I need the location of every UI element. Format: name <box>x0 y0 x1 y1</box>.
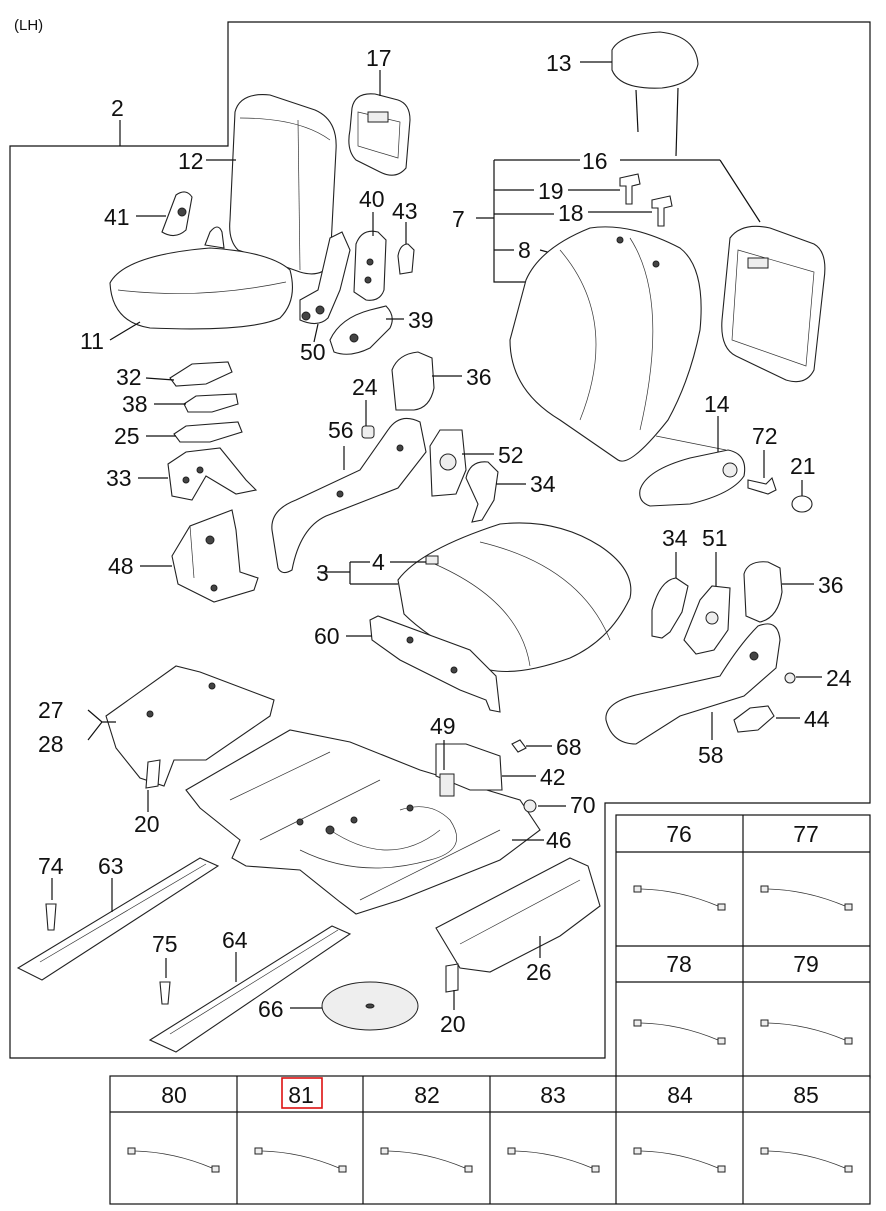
track-mechanism-left <box>167 361 258 501</box>
callout-21: 21 <box>790 453 816 479</box>
callout-36-right: 36 <box>818 572 844 598</box>
recliner-cover-group <box>271 351 499 574</box>
callout-64: 64 <box>222 927 248 953</box>
harness-label-82: 82 <box>414 1082 440 1108</box>
harness-icon-84 <box>633 1147 726 1173</box>
cover-26 <box>435 857 601 993</box>
callout-44: 44 <box>804 706 830 732</box>
callout-20-left: 20 <box>134 811 160 837</box>
callout-74: 74 <box>38 853 64 879</box>
callout-3-bracket <box>318 561 398 585</box>
callout-2: 2 <box>111 95 124 121</box>
callout-25: 25 <box>114 423 140 449</box>
callout-60: 60 <box>314 623 340 649</box>
callout-3: 3 <box>316 560 329 586</box>
callout-12: 12 <box>178 148 204 174</box>
callout-7-bracket <box>493 160 534 283</box>
callout-26: 26 <box>526 959 552 985</box>
harness-icon-82 <box>380 1147 473 1173</box>
seat-cushion-3 <box>369 522 632 713</box>
back-panel-17 <box>348 93 411 176</box>
callout-42: 42 <box>540 764 566 790</box>
harness-icon-76 <box>633 885 726 911</box>
callout-56: 56 <box>328 417 354 443</box>
callout-7: 7 <box>452 206 465 232</box>
recliner-parts-upper <box>299 230 415 355</box>
callout-50: 50 <box>300 339 326 365</box>
harness-label-83: 83 <box>540 1082 566 1108</box>
recliner-parts-right <box>605 561 796 745</box>
callout-39: 39 <box>408 307 434 333</box>
main-frame <box>9 21 871 1059</box>
callout-34-left: 34 <box>530 471 556 497</box>
harness-label-81[interactable]: 81 <box>288 1082 314 1108</box>
callout-16: 16 <box>582 148 608 174</box>
harness-label-80: 80 <box>161 1082 187 1108</box>
callout-17: 17 <box>366 45 392 71</box>
callout-51: 51 <box>702 525 728 551</box>
callout-4: 4 <box>372 549 385 575</box>
callout-48: 48 <box>108 553 134 579</box>
callout-46: 46 <box>546 827 572 853</box>
callout-24-upper: 24 <box>352 374 378 400</box>
callout-20-right: 20 <box>440 1011 466 1037</box>
armrest-14 <box>639 435 813 513</box>
callout-41: 41 <box>104 204 130 230</box>
harness-icon-85 <box>760 1147 853 1173</box>
callout-24-right: 24 <box>826 665 852 691</box>
harness-label-77: 77 <box>793 821 819 847</box>
callout-36-upper: 36 <box>466 364 492 390</box>
harness-grid-bottom <box>109 1075 871 1205</box>
callout-40: 40 <box>359 186 385 212</box>
harness-icon-83 <box>507 1147 600 1173</box>
harness-label-84: 84 <box>667 1082 693 1108</box>
seat-back-assembly <box>109 94 337 330</box>
harness-label-76: 76 <box>666 821 692 847</box>
callout-11: 11 <box>80 328 104 354</box>
callout-75: 75 <box>152 931 178 957</box>
callout-70: 70 <box>570 792 596 818</box>
back-panel-16 <box>721 225 826 383</box>
harness-label-79: 79 <box>793 951 819 977</box>
harness-label-85: 85 <box>793 1082 819 1108</box>
callout-38: 38 <box>122 391 148 417</box>
callout-18: 18 <box>558 200 584 226</box>
callout-8: 8 <box>518 237 531 263</box>
callout-68: 68 <box>556 734 582 760</box>
callout-28: 28 <box>38 731 64 757</box>
harness-icon-80 <box>127 1147 220 1173</box>
harness-icon-77 <box>760 885 853 911</box>
callout-52: 52 <box>498 442 524 468</box>
headrest-13 <box>611 31 699 157</box>
harness-label-78: 78 <box>666 951 692 977</box>
rail-63 <box>16 857 220 981</box>
callout-19: 19 <box>538 178 564 204</box>
seat-frame-46 <box>185 729 541 915</box>
callout-14: 14 <box>704 391 730 417</box>
rail-64 <box>148 925 419 1053</box>
harness-icon-78 <box>633 1019 726 1045</box>
callout-43: 43 <box>392 198 418 224</box>
callout-13: 13 <box>546 50 572 76</box>
harness-icon-79 <box>760 1019 853 1045</box>
seat-back-7 <box>509 226 702 462</box>
bracket-48 <box>171 509 259 603</box>
callout-27-28-bracket <box>87 709 116 741</box>
callout-58: 58 <box>698 742 724 768</box>
harness-grid-right <box>615 814 871 1079</box>
cover-27-28 <box>105 665 275 789</box>
callout-34-right: 34 <box>662 525 688 551</box>
highlight-box-81 <box>281 1077 323 1109</box>
callout-63: 63 <box>98 853 124 879</box>
harness-icon-81 <box>254 1147 347 1173</box>
side-label: (LH) <box>14 17 43 34</box>
callout-72: 72 <box>752 423 778 449</box>
callout-32: 32 <box>116 364 142 390</box>
callout-66: 66 <box>258 996 284 1022</box>
callout-33: 33 <box>106 465 132 491</box>
callout-27: 27 <box>38 697 64 723</box>
callout-49: 49 <box>430 713 456 739</box>
